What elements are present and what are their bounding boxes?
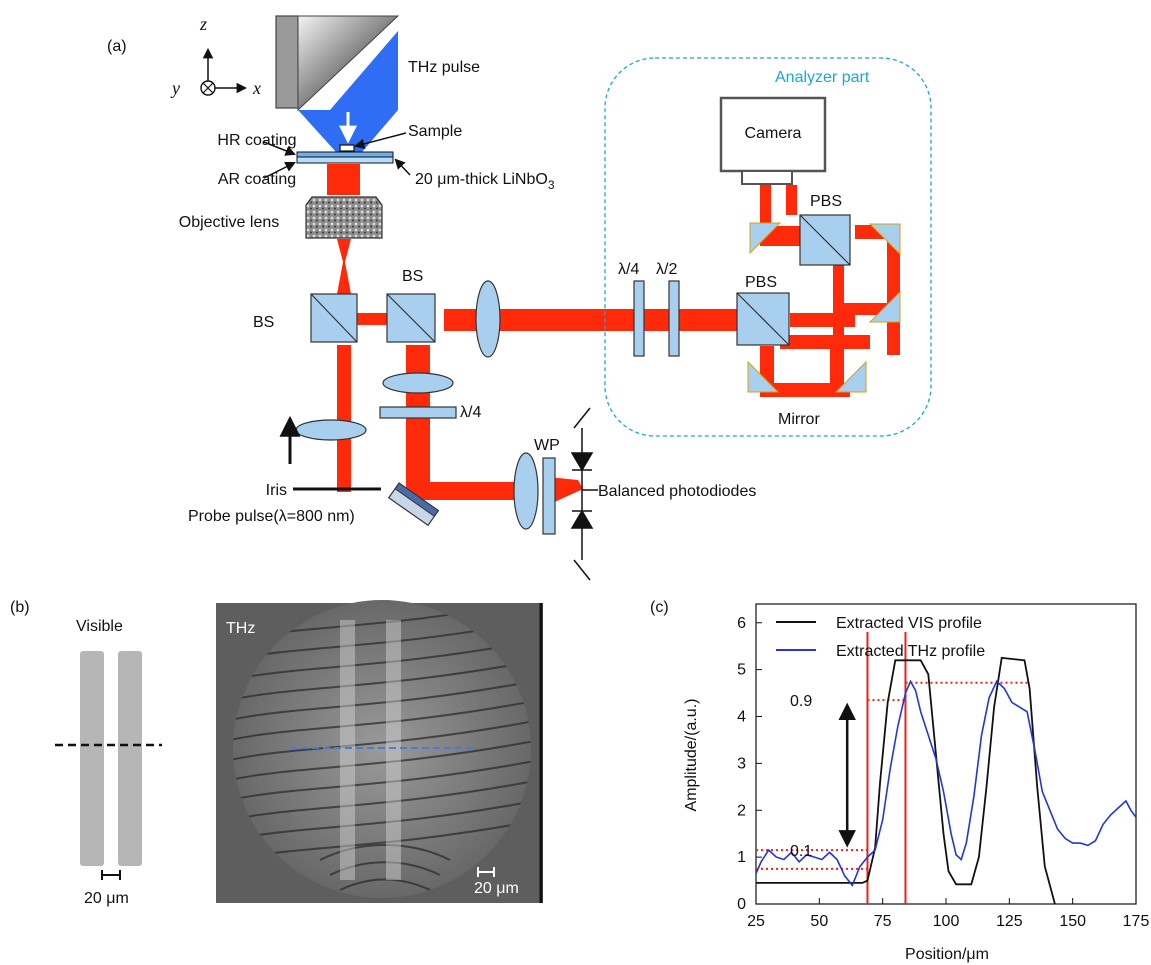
photodiode-circuit [570,407,598,581]
probe-beam-to-detector [406,475,516,500]
ar-coating-layer [296,156,394,164]
qwp-lower-label: λ/4 [460,404,481,421]
bs-top-label: BS [402,268,423,285]
visible-stripe-right [118,651,142,866]
qwp-label: λ/4 [618,261,639,278]
crystal-label: 20 μm-thick LiNbO3 [415,171,555,192]
y-axis-label: Amplitude/(a.u.) [683,699,700,812]
panel-c: (c) 25 50 75 100 125 150 175 0 1 2 3 4 5 6 0.9 0.1 Extra… [650,599,1149,963]
hr-coating-label: HR coating [217,132,296,149]
level-annotation: 0.1 [790,843,812,860]
probe-beam-input [337,345,351,492]
panel-b: (b) Visible 20 μm [10,599,543,907]
lens-input [295,419,367,441]
legend-entry: Extracted THz profile [836,643,985,660]
analyzer-border [604,57,932,437]
lens-detection [382,372,454,394]
x-tick-label: 25 [747,913,765,930]
prism-mount [275,15,299,109]
y-tick-label: 4 [737,709,746,726]
x-tick-label: 125 [996,913,1023,930]
thz-beam-wedge [330,31,398,110]
iris-label: Iris [266,482,287,499]
panel-a-label: (a) [107,38,127,55]
y-tick-label: 1 [737,849,746,866]
mirrors [747,222,901,393]
thz-scale-bar [477,867,495,877]
x-tick-label: 150 [1059,913,1086,930]
panel-a: (a) z y x THz pulse HR coating AR coatin… [107,14,932,581]
sample-label: Sample [408,123,462,140]
y-tick-label: 0 [737,896,746,913]
half-wave-plate [668,280,680,357]
tilted-mirror-detection [387,482,440,527]
y-tick-label: 3 [737,755,746,772]
visible-stripe-left [80,651,104,866]
panel-b-label: (b) [10,599,30,616]
x-axis-label: Position/μm [905,946,989,963]
probe-beam-focus [337,239,351,294]
thz-prism [297,15,400,112]
thz-pulse-label: THz pulse [408,59,480,76]
x-tick-label: 50 [810,913,828,930]
lens-horizontal [475,280,501,358]
x-tick-label: 100 [933,913,960,930]
analyzer-part-label: Analyzer part [775,69,870,86]
linbo3-crystal [296,151,394,158]
beam-splitter-top [386,293,436,343]
mirror-label: Mirror [778,411,820,428]
thz-title: THz [226,620,255,637]
y-tick-label: 6 [737,615,746,632]
visible-title: Visible [76,618,123,635]
balanced-photodiodes-label: Balanced photodiodes [598,483,756,500]
axis-z-label: z [199,14,207,34]
level-annotation: 0.9 [790,693,812,710]
y-tick-label: 5 [737,662,746,679]
pbs-middle [736,292,790,346]
visible-scale-label: 20 μm [84,890,129,907]
x-tick-label: 175 [1123,913,1150,930]
probe-pulse-label: Probe pulse(λ=800 nm) [188,508,355,525]
thz-scale-label: 20 μm [474,880,519,897]
probe-beam-objective [327,164,360,195]
x-tick-label: 75 [874,913,892,930]
beam-splitter-left [310,293,358,343]
lens-detector [513,452,539,530]
vis-profile-line [756,656,1056,905]
bs-left-label: BS [253,314,274,331]
y-tick-label: 2 [737,802,746,819]
quarter-wave-plate [633,280,645,357]
camera-label: Camera [745,125,802,142]
visible-scale-bar [101,870,121,880]
sample [339,144,355,152]
chart-layer: 25 50 75 100 125 150 175 0 1 2 3 4 5 6 0.9 0.1 Extracted… [737,615,1149,930]
wp-label: WP [534,437,560,454]
objective-lens [305,196,383,239]
axis-x-label: x [252,78,261,98]
coordinate-axes: z y x [170,14,261,98]
panel-c-label: (c) [650,599,669,616]
pbs-mid-label: PBS [745,274,777,291]
quarter-wave-plate-lower [379,406,457,419]
hwp-label: λ/2 [656,261,677,278]
thz-profile-curve [755,679,1137,887]
axis-y-label: y [170,78,180,98]
wollaston-prism [542,457,556,535]
pbs-top [799,214,851,266]
legend-entry: Extracted VIS profile [836,615,982,632]
ar-coating-label: AR coating [218,171,296,188]
pbs-top-label: PBS [810,193,842,210]
camera: Camera [719,96,827,185]
objective-lens-label: Objective lens [179,214,280,231]
